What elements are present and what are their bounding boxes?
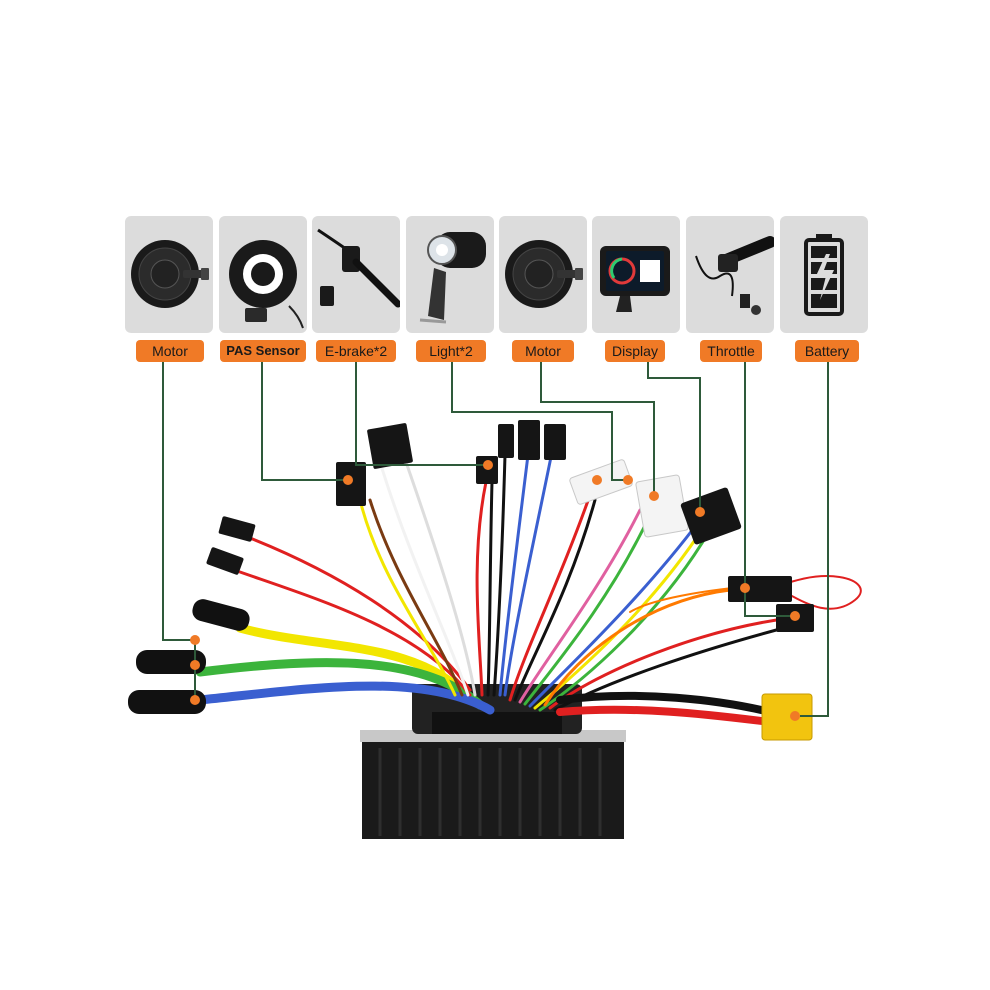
label-throttle: Throttle — [700, 340, 762, 362]
card-pas-sensor — [219, 216, 307, 333]
connection-marker — [649, 491, 659, 501]
connection-marker — [190, 695, 200, 705]
label-e-brake: E-brake*2 — [316, 340, 396, 362]
twist-throttle-icon — [695, 236, 774, 315]
lcd-display-icon — [600, 246, 670, 312]
hub-motor-icon — [131, 240, 209, 308]
hub-motor-icon — [505, 240, 583, 308]
card-display — [592, 216, 680, 333]
connection-markers — [190, 460, 800, 721]
card-motor — [125, 216, 213, 333]
connection-marker — [740, 583, 750, 593]
connection-marker — [790, 611, 800, 621]
pas-sensor-disc-icon — [229, 240, 304, 329]
display-connector — [635, 474, 689, 538]
label-display: Display — [605, 340, 665, 362]
light-connector — [544, 424, 566, 460]
light-connector — [498, 424, 514, 458]
connection-marker — [623, 475, 633, 485]
card-e-brake — [312, 216, 400, 333]
card-light — [406, 216, 494, 333]
connector-2pin — [218, 516, 256, 542]
connection-marker — [483, 460, 493, 470]
connection-marker — [190, 635, 200, 645]
card-battery — [780, 216, 868, 333]
wire-bundle — [195, 450, 862, 726]
ebrake-connector — [367, 423, 413, 469]
connection-marker — [343, 475, 353, 485]
battery-icon — [804, 234, 844, 316]
headlight-icon — [419, 232, 486, 324]
label-motor: Motor — [136, 340, 204, 362]
card-motor-2 — [499, 216, 587, 333]
connector-2pin — [206, 547, 244, 575]
bullet-connector — [192, 599, 250, 631]
light-connector — [518, 420, 540, 460]
bullet-connector — [136, 650, 206, 674]
label-pas-sensor: PAS Sensor — [220, 340, 306, 362]
label-light: Light*2 — [416, 340, 486, 362]
connection-marker — [695, 507, 705, 517]
connection-marker — [790, 711, 800, 721]
connection-marker — [592, 475, 602, 485]
brake-lever-icon — [317, 228, 400, 308]
throttle-connector — [728, 576, 792, 602]
connection-marker — [190, 660, 200, 670]
label-battery: Battery — [795, 340, 859, 362]
label-motor-2: Motor — [512, 340, 574, 362]
bullet-connector — [128, 690, 206, 714]
card-throttle — [686, 216, 774, 333]
display-main-connector — [680, 487, 742, 545]
connectors — [128, 420, 814, 741]
